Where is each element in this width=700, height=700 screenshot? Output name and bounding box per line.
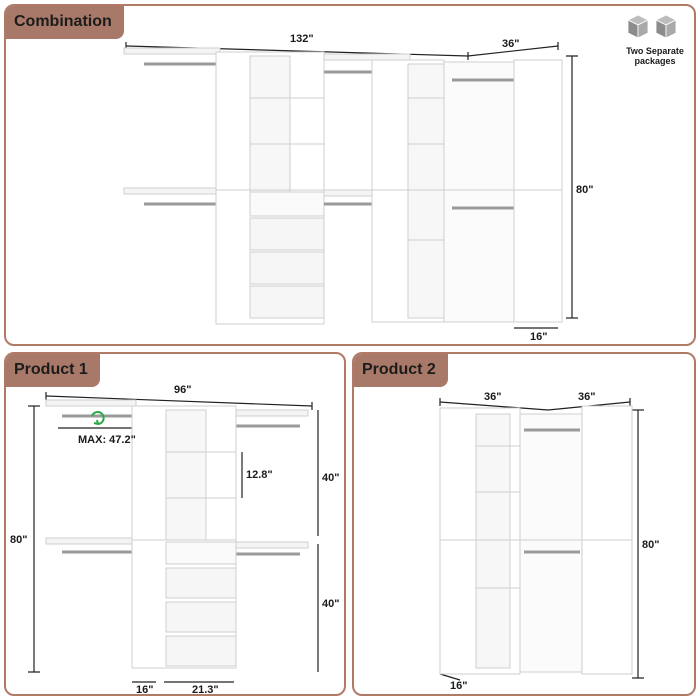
- p1-upper-height-label: 40": [322, 472, 340, 484]
- p2-width-right-label: 36": [578, 391, 596, 403]
- adjust-arrows-icon: [91, 411, 105, 425]
- p2-dim-line-depth: [439, 673, 461, 681]
- p2-dim-line-width-left: [439, 401, 549, 411]
- p2-height-label: 80": [642, 539, 660, 551]
- p1-dim-line-width: [45, 395, 313, 407]
- combination-title: Combination: [6, 6, 124, 39]
- p1-tower: [131, 405, 237, 669]
- p1-shelf-spacing-label: 12.8": [246, 469, 273, 481]
- combo-corner-unit: [371, 59, 563, 323]
- product1-title: Product 1: [6, 354, 100, 387]
- product2-title: Product 2: [354, 354, 448, 387]
- combo-tower-1: [215, 51, 325, 325]
- product1-closet-drawing: [28, 392, 319, 683]
- p2-width-left-label: 36": [484, 391, 502, 403]
- product1-panel: Product 1: [4, 352, 346, 696]
- packages-label: Two Separate packages: [626, 46, 684, 66]
- p2-corner-unit: [439, 405, 633, 675]
- p1-hanging-right: [235, 409, 309, 556]
- p1-width-label: 96": [174, 384, 192, 396]
- combo-width-corner-label: 36": [502, 38, 520, 50]
- dim-line-width-corner: [467, 45, 559, 57]
- combination-panel: Combination Two Separate packages: [4, 4, 696, 346]
- combo-height-label: 80": [576, 184, 594, 196]
- p1-height-label: 80": [10, 534, 28, 546]
- p1-depth-label: 16": [136, 684, 154, 696]
- p1-rod-max-label: MAX: 47.2": [78, 434, 136, 446]
- product2-panel: Product 2 36" 36" 80" 1: [352, 352, 696, 696]
- combo-width-main-label: 132": [290, 33, 314, 45]
- product2-closet-drawing: [439, 398, 644, 681]
- p1-tower-width-label: 21.3": [192, 684, 219, 696]
- packages-badge: Two Separate packages: [618, 12, 692, 66]
- p2-depth-label: 16": [450, 680, 468, 692]
- boxes-icon: [627, 14, 677, 39]
- combo-depth-label: 16": [530, 331, 548, 343]
- p1-lower-height-label: 40": [322, 598, 340, 610]
- combination-closet-drawing: [123, 42, 578, 329]
